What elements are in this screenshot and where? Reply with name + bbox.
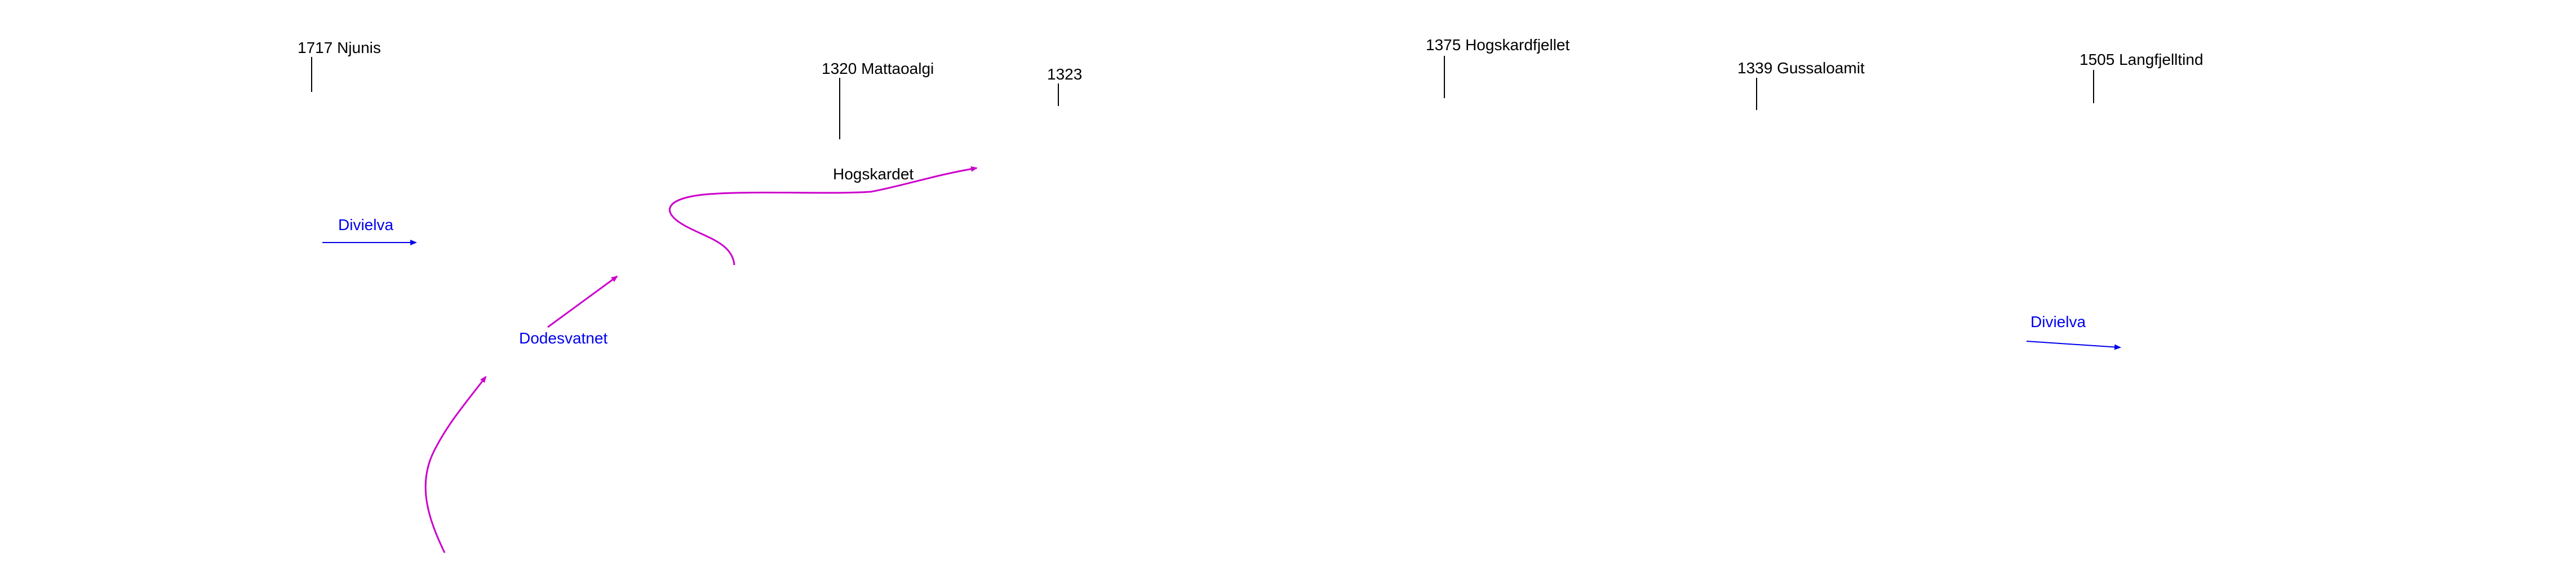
peak-label: 1339 Gussaloamit (1737, 59, 1865, 77)
peak-gussaloamit: 1339 Gussaloamit (1737, 59, 1865, 110)
route-segment-pass (668, 166, 978, 266)
route-segment-lake (547, 275, 618, 328)
peak-label: 1323 (1047, 65, 1082, 83)
peak-njunis: 1717 Njunis (298, 39, 381, 92)
peak-label: 1505 Langfjelltind (2080, 51, 2203, 68)
peak-label: 1320 Mattaoalgi (822, 60, 934, 77)
peak-langfjelltind: 1505 Langfjelltind (2080, 51, 2203, 103)
lake-label: Dodesvatnet (519, 329, 608, 347)
river-label: Divielva (338, 216, 393, 233)
river-flow-arrow (2026, 341, 2121, 350)
route-path (424, 166, 978, 553)
place-label: Hogskardet (833, 165, 914, 183)
peak-mattaoalgi: 1320 Mattaoalgi (822, 60, 934, 139)
river-divielva-west: Divielva (322, 216, 417, 245)
peak-label: 1375 Hogskardfjellet (1426, 36, 1569, 54)
place-hogskardet: Hogskardet (833, 165, 914, 183)
peak-1323: 1323 (1047, 65, 1082, 106)
lake-dodesvatnet: Dodesvatnet (519, 329, 608, 347)
peak-hogskardfjellet: 1375 Hogskardfjellet (1426, 36, 1569, 98)
river-label: Divielva (2030, 313, 2086, 331)
river-divielva-east: Divielva (2026, 313, 2121, 350)
peak-label: 1717 Njunis (298, 39, 381, 56)
route-segment-south (424, 376, 487, 553)
